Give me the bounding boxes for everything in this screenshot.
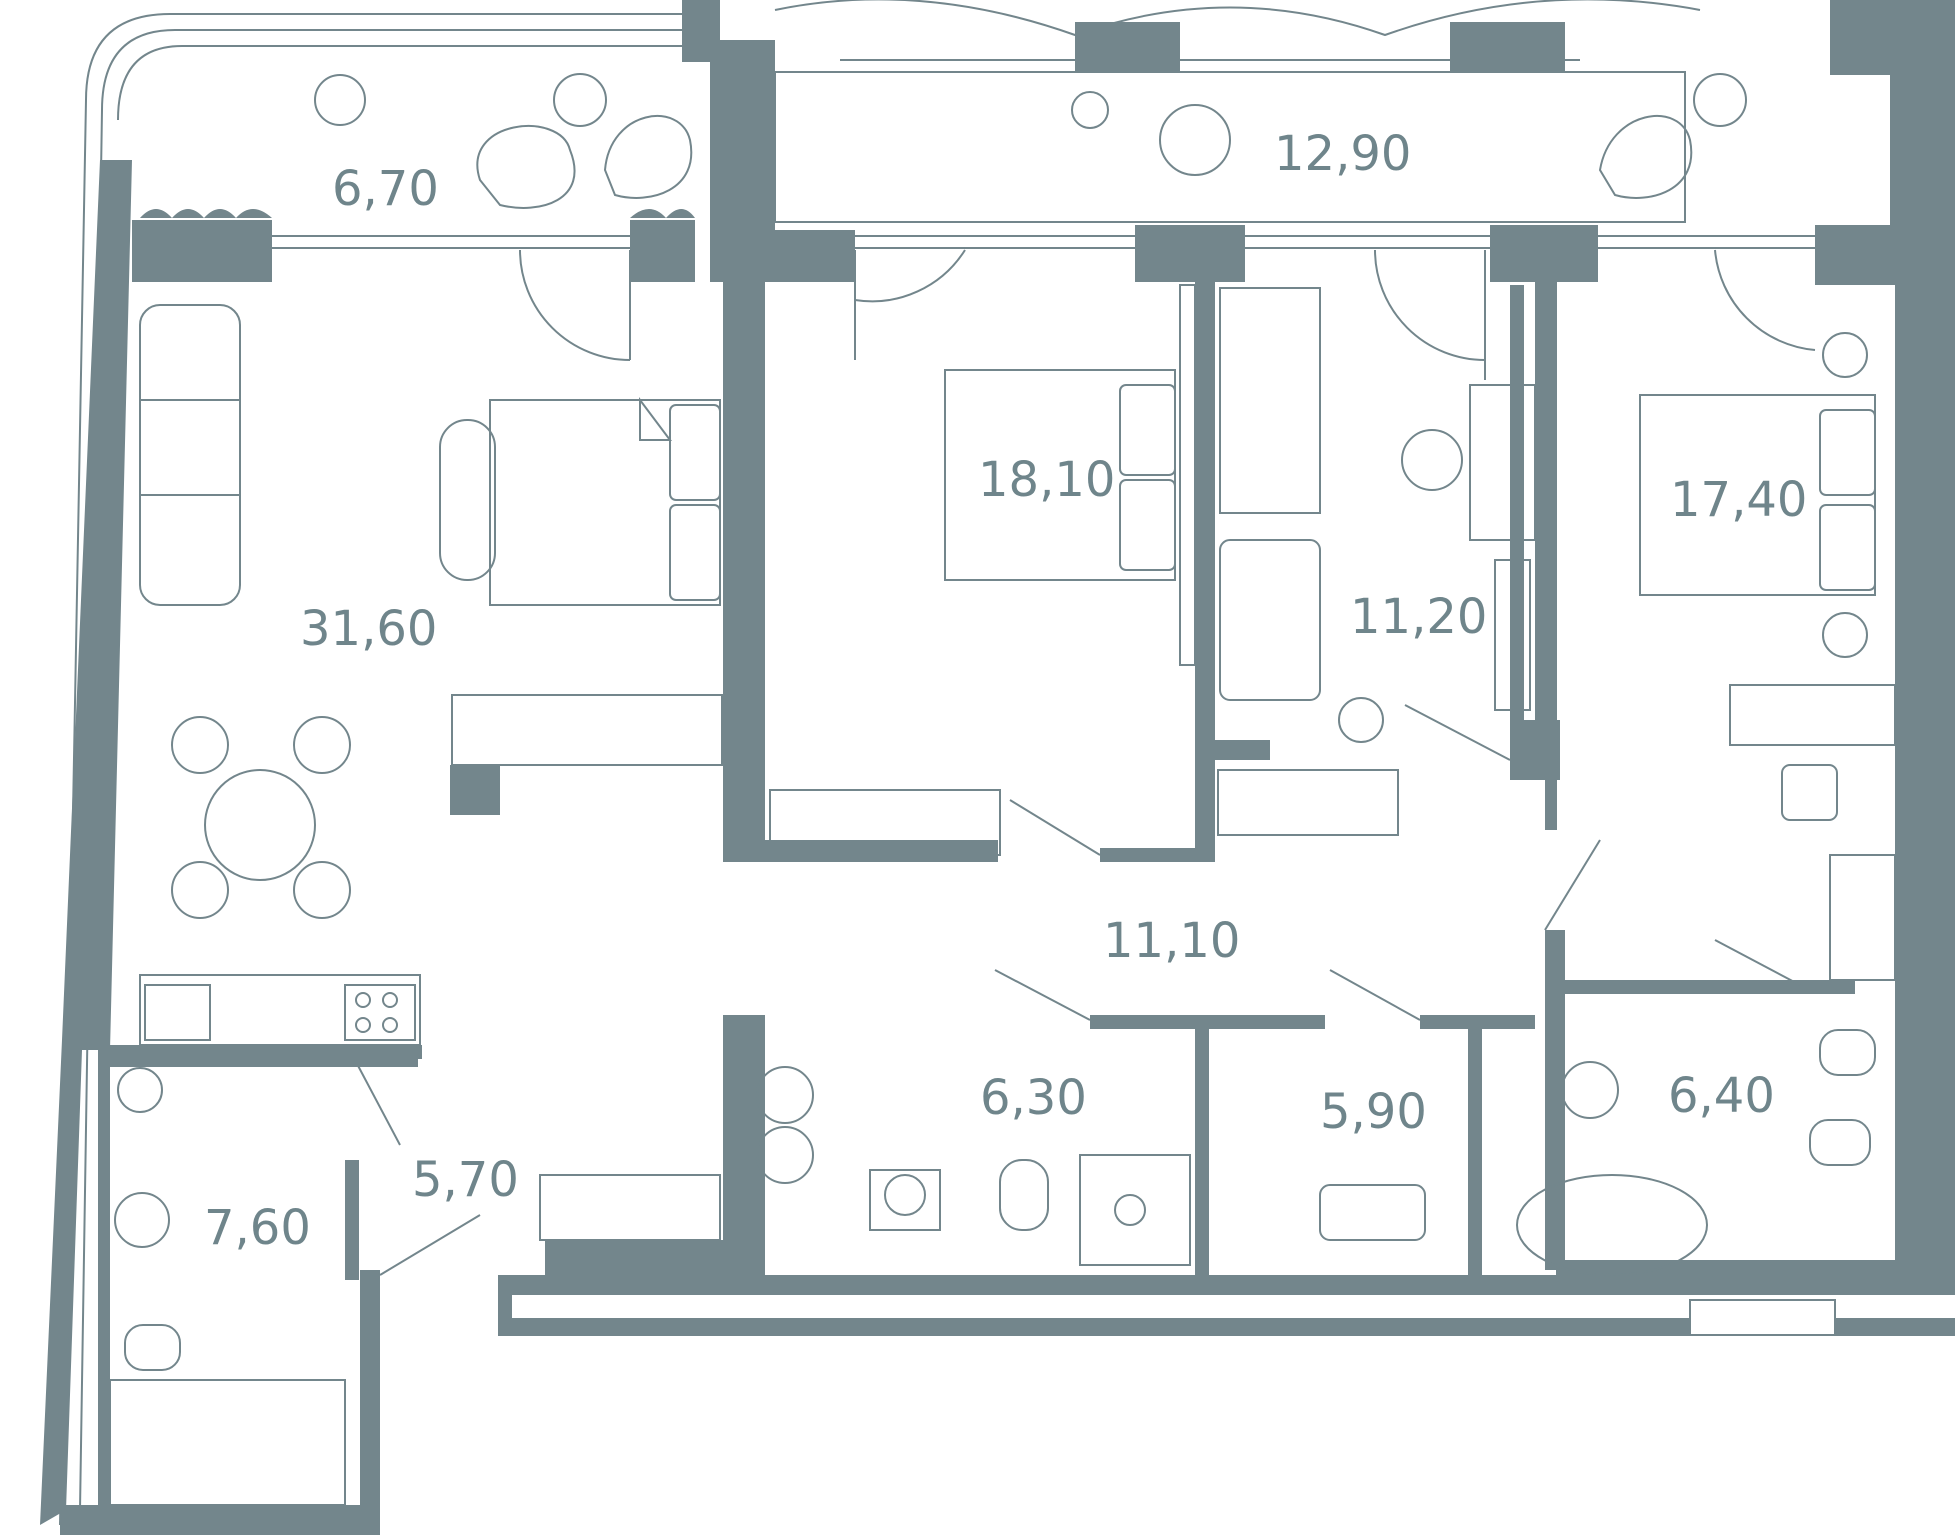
area-label-corridor: 5,70 [412, 1152, 519, 1208]
walls [40, 0, 1955, 1535]
area-label-balcony-left: 6,70 [332, 161, 439, 217]
wetzone-furniture [109, 1029, 1876, 1506]
balcony-left-outline [59, 13, 690, 1526]
area-label-balcony-right: 12,90 [1274, 126, 1411, 182]
area-label-bedroom-2: 17,40 [1670, 472, 1807, 528]
balcony-right-outline [774, 0, 1830, 249]
bedroom-furniture [769, 284, 1896, 981]
area-label-hall: 11,10 [1103, 913, 1240, 969]
area-label-bathroom-1: 6,30 [980, 1070, 1087, 1126]
area-label-wardrobe: 5,90 [1320, 1084, 1427, 1140]
door-swings [354, 249, 1816, 1276]
balcony-decor [314, 73, 1747, 209]
area-label-bathroom-2: 6,40 [1668, 1068, 1775, 1124]
area-labels: 6,70 12,90 31,60 18,10 11,20 17,40 11,10… [204, 126, 1807, 1256]
area-label-bathroom-3: 7,60 [204, 1200, 311, 1256]
area-label-living-room: 31,60 [300, 601, 437, 657]
area-label-bedroom-1: 18,10 [978, 452, 1115, 508]
area-label-study: 11,20 [1350, 589, 1487, 645]
living-furniture [139, 304, 723, 1046]
